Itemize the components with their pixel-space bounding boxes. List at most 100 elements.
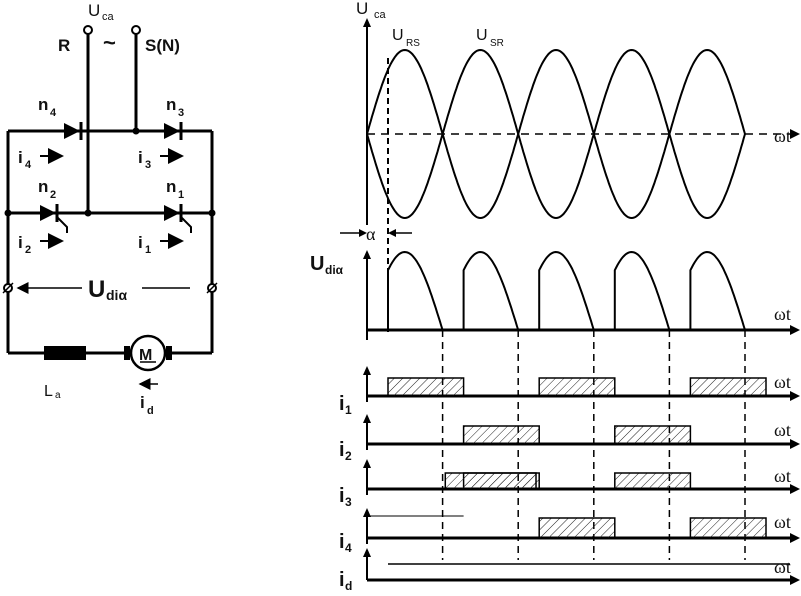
phase-s-label: S(N) (145, 36, 180, 55)
thyristor-n1 (164, 204, 192, 233)
i3-vertical-axis-arrowhead (363, 459, 371, 468)
i2-time-axis-arrowhead (790, 439, 800, 449)
current-label-i4: i (18, 148, 23, 167)
svg-text:2: 2 (345, 449, 352, 463)
svg-text:SR: SR (490, 38, 504, 49)
supply-axis-label: U (356, 0, 368, 18)
i3-pulse (444, 472, 537, 490)
svg-text:3: 3 (178, 107, 184, 119)
supply-curve-upper (366, 48, 746, 138)
svg-text:1: 1 (345, 403, 352, 417)
diode-n4 (64, 122, 83, 140)
i3-time-axis-arrowhead (790, 484, 800, 494)
diode-n3 (164, 122, 183, 140)
svg-text:ca: ca (374, 9, 387, 21)
supply-vertical-axis-arrowhead (363, 18, 371, 27)
alpha-label: α (366, 224, 376, 244)
load-current-label: i (140, 393, 145, 412)
output-vertical-axis-arrowhead (363, 250, 371, 259)
thyristor-label-n2: n (38, 177, 48, 196)
svg-text:4: 4 (345, 541, 352, 555)
output-axis-label: U (310, 253, 324, 275)
axis-label-i2: ωt (774, 420, 791, 440)
i4-vertical-axis-arrowhead (363, 508, 371, 517)
i1-pulse (538, 377, 616, 397)
curve-label-usr: U (476, 27, 488, 44)
svg-text:2: 2 (25, 244, 31, 256)
i4-pulse (538, 517, 616, 539)
waveform-plots (340, 18, 800, 585)
axis-label-output: ωt (774, 304, 791, 324)
output-pulse (689, 250, 746, 331)
thyristor-label-n1: n (166, 177, 176, 196)
i2-pulse (462, 425, 540, 445)
output-pulse (613, 250, 671, 331)
svg-text:1: 1 (145, 244, 151, 256)
output-pulse (387, 250, 444, 331)
junction-dot (4, 209, 12, 217)
circuit-labels: U ca R ~ S(N) n 4 n 3 n 2 n 1 i 4 i 3 i … (18, 1, 184, 417)
terminal-r (83, 25, 93, 35)
svg-text:RS: RS (406, 38, 420, 49)
junction-dot (208, 209, 216, 217)
thyristor-n2 (40, 204, 68, 233)
current-label-i3: i (138, 148, 143, 167)
svg-text:d: d (147, 405, 154, 417)
thyristor-label-n4: n (38, 95, 48, 114)
phase-r-label: R (58, 36, 70, 55)
id-time-axis-arrowhead (790, 575, 800, 585)
output-pulse (538, 250, 595, 331)
i3-pulse (614, 472, 692, 490)
svg-text:a: a (55, 390, 61, 401)
motor (124, 334, 172, 372)
junction-dot (132, 127, 140, 135)
alpha-arrowhead-right (388, 229, 396, 237)
bridge-circuit (2, 25, 218, 390)
svg-text:d: d (345, 579, 352, 593)
curve-label-urs: U (392, 27, 404, 44)
i4-pulse (689, 517, 767, 539)
alpha-arrowhead-left (359, 229, 367, 237)
i1-pulse (689, 377, 767, 397)
svg-text:1: 1 (178, 189, 184, 201)
terminal-s (131, 25, 141, 35)
supply-curve-lower (366, 130, 746, 220)
axis-label-i3: ωt (774, 466, 791, 486)
supply-time-axis-arrowhead (790, 129, 800, 139)
i1-time-axis-arrowhead (790, 391, 800, 401)
thyristor-label-n3: n (166, 95, 176, 114)
svg-text:2: 2 (50, 189, 56, 201)
i1-pulse (387, 377, 465, 397)
current-label-i1: i (138, 233, 143, 252)
tilde-label: ~ (103, 30, 116, 55)
i3-axis-label: i (339, 485, 345, 507)
i1-axis-label: i (339, 393, 345, 415)
waveform-labels: U ca U RS U SR ωt ωt ωt ωt ωt ωt ωt α U … (310, 0, 791, 593)
svg-text:diα: diα (106, 287, 127, 303)
svg-text:4: 4 (50, 107, 57, 119)
axis-label-i4: ωt (774, 512, 791, 532)
i2-axis-label: i (339, 439, 345, 461)
axis-label-i1: ωt (774, 372, 791, 392)
id-axis-label: i (339, 569, 345, 591)
output-time-axis-arrowhead (790, 325, 800, 335)
inductor (44, 346, 86, 360)
svg-text:3: 3 (145, 159, 151, 171)
inductor-label: L (44, 383, 53, 400)
svg-text:4: 4 (25, 159, 32, 171)
svg-text:3: 3 (345, 495, 352, 509)
output-voltage-label: U (88, 276, 105, 303)
i4-time-axis-arrowhead (790, 533, 800, 543)
output-pulse (462, 250, 520, 331)
axis-label-supply: ωt (774, 126, 791, 146)
id-vertical-axis-arrowhead (363, 548, 371, 557)
supply-sub: ca (102, 11, 115, 23)
svg-text:diα: diα (325, 263, 344, 277)
current-label-i2: i (18, 233, 23, 252)
motor-label: M (139, 347, 152, 364)
i2-pulse (614, 425, 692, 445)
i2-vertical-axis-arrowhead (363, 414, 371, 423)
junction-dot (84, 209, 92, 217)
